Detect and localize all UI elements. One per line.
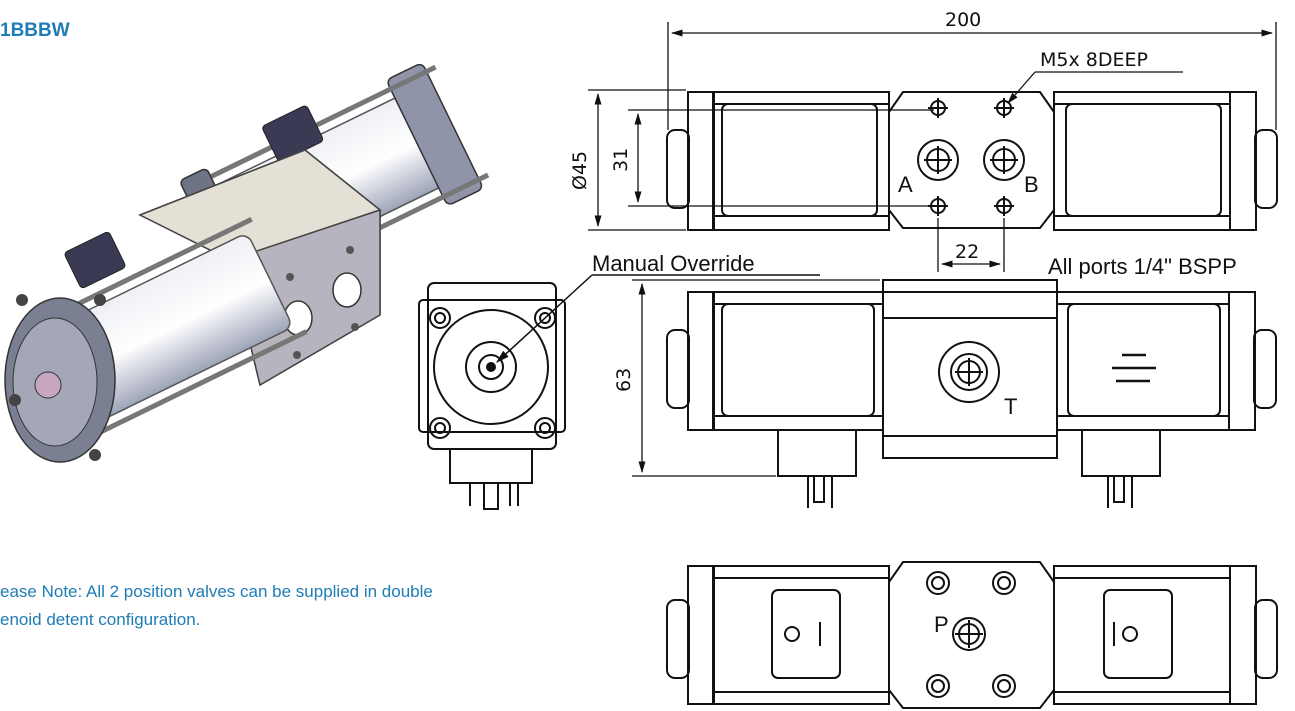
tapped-hole-callout [1007, 71, 1183, 104]
configuration-note: ease Note: All 2 position valves can be … [0, 578, 433, 634]
manual-override-label: Manual Override [592, 251, 755, 276]
length-dimension-value: 200 [945, 9, 981, 31]
front-view [666, 279, 1277, 508]
manual-override-callout: Manual Override [496, 251, 820, 363]
note-line-2: enoid detent configuration. [0, 610, 201, 629]
height-value: 63 [613, 368, 635, 392]
height-dimensions-top [588, 89, 934, 231]
length-dimension [667, 22, 1277, 130]
diameter-value: Ø45 [569, 151, 591, 190]
tapped-hole-label: M5x 8DEEP [1040, 49, 1148, 71]
height-dimension-front [632, 279, 880, 477]
isometric-valve-view [4, 63, 490, 463]
port-a-label: A [898, 172, 913, 197]
bottom-view [666, 561, 1278, 709]
top-view [666, 91, 1278, 231]
port-p-label: P [934, 612, 949, 637]
ports-note: All ports 1/4" BSPP [1048, 254, 1237, 279]
end-view [418, 282, 566, 510]
port-spacing-dimension [937, 218, 1005, 272]
port-t-label: T [1004, 394, 1017, 419]
note-line-1: ease Note: All 2 position valves can be … [0, 582, 433, 601]
bolt-spacing-value: 31 [610, 148, 632, 172]
port-b-label: B [1024, 172, 1039, 197]
port-spacing-value: 22 [955, 241, 979, 263]
model-code: 1BBBW [0, 20, 70, 41]
